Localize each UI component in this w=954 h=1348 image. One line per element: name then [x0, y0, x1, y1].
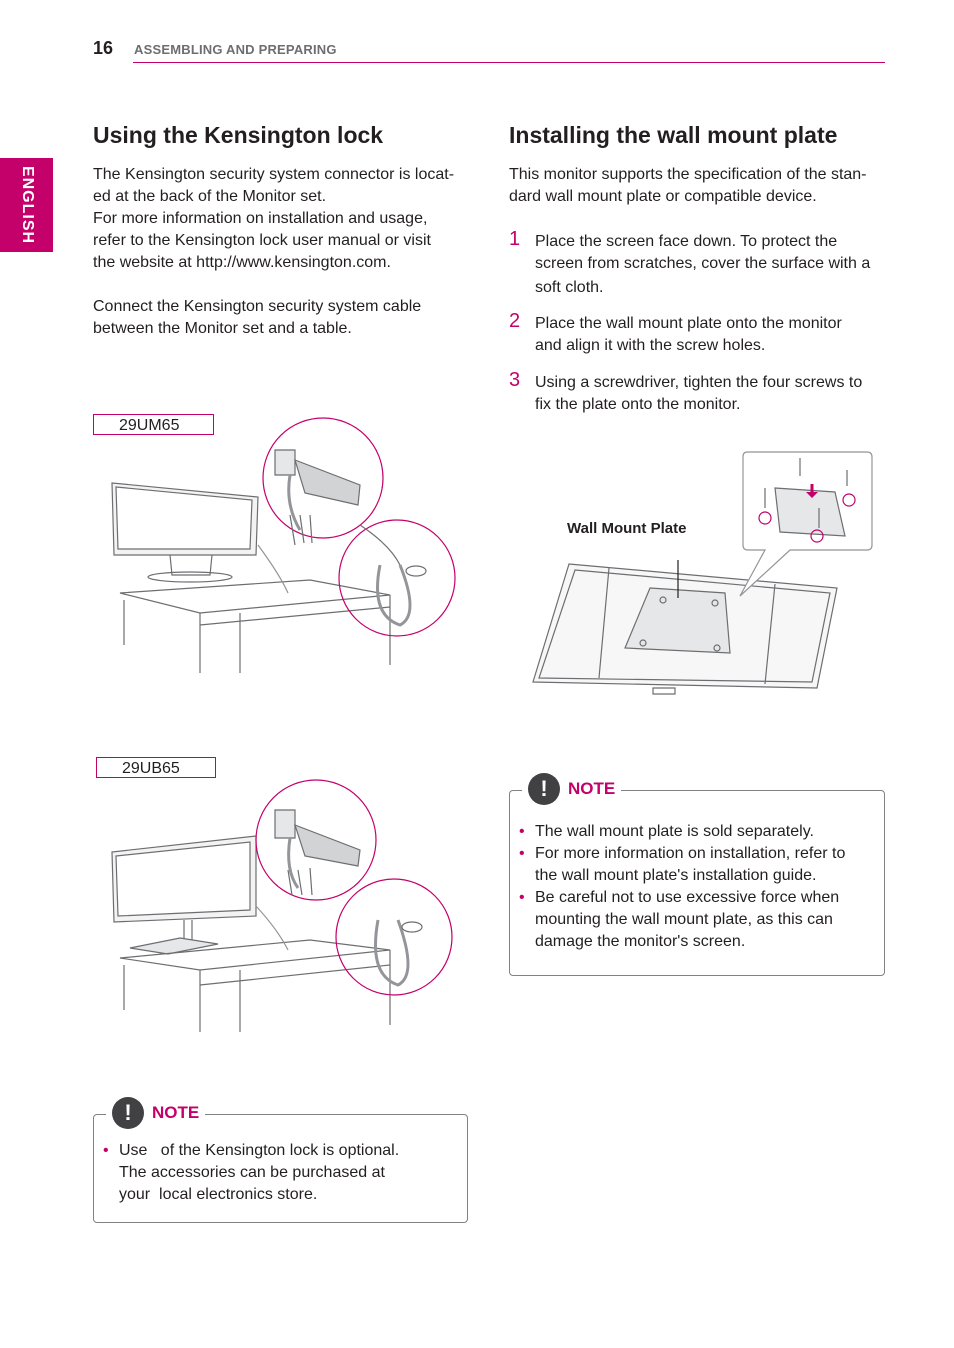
exclamation-icon: ! — [112, 1097, 144, 1129]
section-title: ASSEMBLING AND PREPARING — [134, 42, 337, 57]
note-label: NOTE — [568, 779, 616, 798]
text-line: the wall mount plate's installation guid… — [535, 867, 817, 884]
step-number: 2 — [509, 310, 521, 332]
list-item: The wall mount plate is sold separately. — [519, 821, 879, 843]
step-text: Using a screwdriver, tighten the four sc… — [535, 372, 887, 416]
header-rule — [133, 62, 885, 63]
wall-mount-intro: This monitor supports the specification … — [509, 164, 887, 208]
text-line: For more information on installation and… — [93, 210, 428, 227]
language-tab: ENGLISH — [0, 158, 53, 252]
language-label: ENGLISH — [18, 165, 36, 245]
text-line: The wall mount plate is sold separately. — [535, 823, 814, 840]
step-2: 2 Place the wall mount plate onto the mo… — [509, 310, 889, 359]
text-line: mounting the wall mount plate, as this c… — [535, 911, 833, 928]
text-line: The accessories can be purchased at — [119, 1164, 385, 1181]
list-item: Use of the Kensington lock is optional. … — [103, 1140, 463, 1206]
kensington-title: Using the Kensington lock — [93, 122, 384, 148]
text-line: For more information on installation, re… — [535, 845, 846, 862]
text-line: Use of the Kensington lock is optional. — [119, 1142, 400, 1159]
kensington-illustration-1 — [111, 417, 456, 673]
list-item: Be careful not to use excessive force wh… — [519, 887, 879, 953]
wall-mount-title: Installing the wall mount plate — [509, 122, 838, 148]
step-3: 3 Using a screwdriver, tighten the four … — [509, 369, 889, 418]
model-label-29ub65: 29UB65 — [96, 757, 216, 778]
wall-mount-plate-label: Wall Mount Plate — [567, 520, 687, 537]
text-line: Be careful not to use excessive force wh… — [535, 889, 840, 906]
exclamation-icon: ! — [528, 773, 560, 805]
page-number: 16 — [93, 38, 114, 58]
step-number: 1 — [509, 228, 521, 250]
text-line: damage the monitor's screen. — [535, 933, 746, 950]
step-1: 1 Place the screen face down. To protect… — [509, 228, 889, 301]
kensington-illustration-2 — [111, 779, 453, 1032]
text-line: your local electronics store. — [119, 1186, 318, 1203]
text-line: This monitor supports the specification … — [509, 166, 867, 183]
text-line: ed at the back of the Monitor set. — [93, 188, 327, 205]
text-line: soft cloth. — [535, 279, 604, 296]
text-line: fix the plate onto the monitor. — [535, 396, 741, 413]
text-line: the website at http://www.kensington.com… — [93, 254, 391, 271]
note-label: NOTE — [152, 1103, 200, 1122]
text-line: Place the screen face down. To protect t… — [535, 233, 838, 250]
text-line: screen from scratches, cover the surface… — [535, 255, 871, 272]
wall-mount-note-list: The wall mount plate is sold separately.… — [519, 821, 879, 953]
wall-mount-illustration — [532, 451, 873, 695]
wall-mount-note-box — [509, 790, 885, 976]
text-line: The Kensington security system connector… — [93, 166, 455, 183]
kensington-note-list: Use of the Kensington lock is optional. … — [103, 1140, 463, 1206]
list-item: For more information on installation, re… — [519, 843, 879, 887]
kensington-intro: The Kensington security system connector… — [93, 164, 473, 340]
text-line: between the Monitor set and a table. — [93, 320, 352, 337]
kensington-note-header: ! NOTE — [106, 1097, 206, 1129]
step-text: Place the screen face down. To protect t… — [535, 231, 887, 299]
wall-mount-note-header: ! NOTE — [522, 773, 622, 805]
text-line: dard wall mount plate or compatible devi… — [509, 188, 817, 205]
text-line: and align it with the screw holes. — [535, 337, 766, 354]
text-line: refer to the Kensington lock user manual… — [93, 232, 431, 249]
step-text: Place the wall mount plate onto the moni… — [535, 313, 887, 357]
step-number: 3 — [509, 369, 521, 391]
text-line: Connect the Kensington security system c… — [93, 298, 422, 315]
model-label-29um65: 29UM65 — [93, 414, 214, 435]
text-line: Using a screwdriver, tighten the four sc… — [535, 374, 863, 391]
text-line: Place the wall mount plate onto the moni… — [535, 315, 842, 332]
kensington-note-box — [93, 1114, 468, 1223]
